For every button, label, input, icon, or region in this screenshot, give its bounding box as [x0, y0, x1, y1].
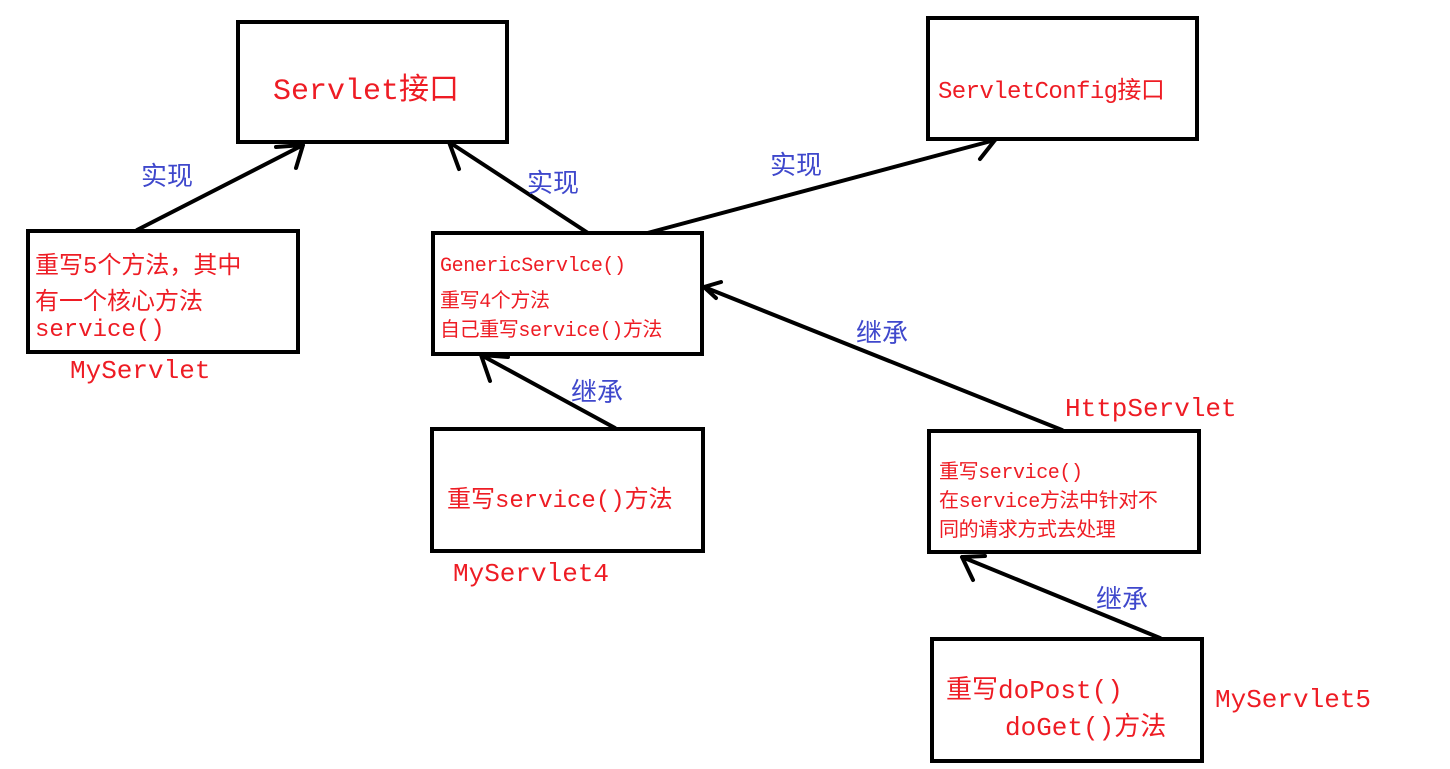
genericservlet-line-2: 重写4个方法: [440, 291, 550, 314]
servletconfig-interface-box: ServletConfig接口: [926, 16, 1199, 141]
myservlet5-line-2: doGet()方法: [1005, 713, 1167, 743]
arrow-myservlet-to-servlet: [135, 143, 305, 232]
servletconfig-interface-title: ServletConfig接口: [938, 79, 1165, 106]
edge-label-myservlet-implements: 实现: [141, 162, 194, 192]
myservlet-line-3: service(): [35, 317, 165, 344]
httpservlet-caption: HttpServlet: [1065, 394, 1237, 424]
myservlet5-line-1: 重写doPost(): [946, 676, 1123, 706]
genericservlet-line-3: 自己重写service()方法: [440, 320, 663, 343]
servlet-interface-box: Servlet接口: [236, 20, 509, 144]
myservlet4-text: 重写service()方法: [447, 488, 673, 515]
myservlet4-box: 重写service()方法: [430, 427, 705, 553]
edge-label-generic-implements-servlet: 实现: [527, 169, 580, 199]
edge-label-httpservlet-extends: 继承: [856, 319, 909, 349]
genericservlet-line-1: GenericServlce(): [440, 255, 626, 278]
edge-label-myservlet5-extends: 继承: [1096, 585, 1149, 615]
httpservlet-line-2: 在service方法中针对不: [939, 491, 1158, 514]
myservlet-line-1: 重写5个方法，其中: [35, 254, 242, 281]
myservlet-caption: MyServlet: [70, 356, 211, 386]
arrow-myservlet5-to-httpservlet: [960, 554, 1162, 640]
genericservlet-box: GenericServlce() 重写4个方法 自己重写service()方法: [431, 231, 704, 356]
myservlet5-caption: MyServlet5: [1215, 685, 1372, 715]
myservlet-box: 重写5个方法，其中 有一个核心方法 service(): [26, 229, 300, 354]
myservlet5-box: 重写doPost() doGet()方法: [930, 637, 1204, 763]
edge-label-myservlet4-extends: 继承: [571, 378, 624, 408]
myservlet4-caption: MyServlet4: [453, 559, 610, 589]
httpservlet-line-3: 同的请求方式去处理: [939, 520, 1116, 543]
httpservlet-line-1: 重写service(): [939, 462, 1083, 485]
httpservlet-box: 重写service() 在service方法中针对不 同的请求方式去处理: [927, 429, 1201, 554]
edge-label-generic-implements-servletconfig: 实现: [770, 151, 823, 181]
myservlet-line-2: 有一个核心方法: [35, 290, 203, 317]
servlet-interface-title: Servlet接口: [273, 75, 460, 109]
arrow-httpservlet-to-generic: [702, 280, 1064, 432]
